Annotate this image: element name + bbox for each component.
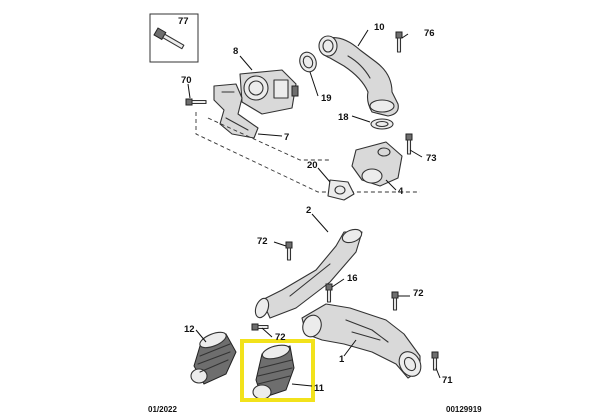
leader-lines	[187, 29, 441, 387]
dashed-routing-lines	[195, 112, 420, 193]
part-11-hose	[252, 344, 295, 400]
callout-labels: 77 10 76 8 70 19 18 7 73 20 4 2 72 16 72…	[178, 16, 453, 394]
part-2-long-pipe	[254, 228, 363, 319]
callout-12: 12	[184, 324, 195, 335]
part-8-throttle-body	[239, 69, 299, 115]
callout-72-upper: 72	[257, 236, 268, 247]
part-70-bolt	[185, 98, 207, 106]
callout-2: 2	[306, 205, 311, 216]
callout-16: 16	[347, 273, 358, 284]
callout-20: 20	[307, 160, 318, 171]
callout-7: 7	[284, 132, 289, 143]
part-7-bracket	[213, 83, 259, 139]
part-20-gasket	[327, 179, 355, 201]
callout-10: 10	[374, 22, 385, 33]
callout-8: 8	[233, 46, 238, 57]
callout-4: 4	[398, 186, 404, 197]
part-11-highlight-box	[240, 339, 315, 402]
part-16-bolt	[325, 283, 333, 303]
callout-72-right: 72	[413, 288, 424, 299]
callout-18: 18	[338, 112, 349, 123]
part-19-gasket	[299, 51, 317, 73]
part-72-bolt-lower	[251, 323, 269, 331]
callout-70: 70	[181, 75, 192, 86]
part-71-bolt	[431, 351, 439, 371]
part-1-outlet-duct	[301, 303, 422, 379]
part-76-bolt	[395, 31, 403, 53]
callout-1: 1	[339, 354, 345, 365]
part-10-upper-elbow	[318, 35, 399, 117]
callout-11: 11	[314, 383, 325, 394]
callout-19: 19	[321, 93, 332, 104]
callout-72-lower: 72	[275, 332, 286, 343]
callout-73: 73	[426, 153, 437, 164]
footer-date: 01/2022	[148, 405, 177, 414]
part-72-bolt-upper	[285, 241, 293, 261]
part-73-bolt	[405, 133, 413, 155]
part-18-ring	[370, 118, 394, 130]
part-77-bolt-box	[149, 13, 199, 63]
callout-76: 76	[424, 28, 435, 39]
callout-77: 77	[178, 16, 189, 27]
part-12-hose	[190, 331, 237, 385]
part-72-bolt-right	[391, 291, 399, 311]
callout-71: 71	[442, 375, 453, 386]
part-4-lower-housing	[351, 141, 403, 187]
footer-reference-number: 00129919	[446, 405, 482, 414]
